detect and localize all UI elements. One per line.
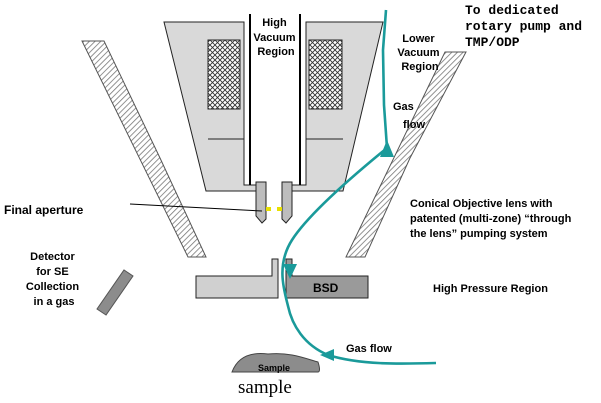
sample-inner-label: Sample	[258, 363, 290, 373]
aperture-mark	[266, 207, 271, 211]
gas-flow-arrow-left	[320, 349, 334, 361]
outer-cone-right-wall	[345, 51, 467, 258]
outer-cone-left-wall	[81, 40, 207, 258]
bsd-label: BSD	[313, 281, 339, 295]
gas-flow-line	[281, 9, 437, 365]
sample-shape	[231, 353, 320, 373]
aperture-left	[255, 181, 267, 224]
gas-flow-lower-label: Gas flow	[346, 343, 392, 355]
conical-lens-label: Conical Objective lens with patented (mu…	[410, 198, 574, 240]
pump-label: To dedicated rotary pump and TMP/ODP	[465, 3, 590, 50]
coil-left	[207, 39, 241, 110]
aperture-right	[281, 181, 293, 224]
lower-vacuum-label: Lower Vacuum Region	[397, 33, 442, 73]
gas-flow-arrow-down	[283, 264, 297, 279]
aperture-pointer-line	[129, 203, 263, 212]
coil-right	[308, 39, 343, 110]
high-vacuum-label: High Vacuum Region	[253, 17, 298, 58]
aperture-mark	[277, 207, 282, 211]
final-aperture-label: Final aperture	[4, 203, 84, 217]
high-pressure-label: High Pressure Region	[433, 283, 548, 295]
gas-flow-upper-label: Gas flow	[393, 101, 425, 131]
se-detector-label: Detector for SE Collection in a gas	[26, 251, 82, 308]
gas-flow-arrow-up	[380, 140, 394, 157]
bsd-plate-left	[195, 258, 279, 299]
caption-sample: sample	[238, 377, 292, 398]
se-detector-rod	[96, 269, 134, 316]
